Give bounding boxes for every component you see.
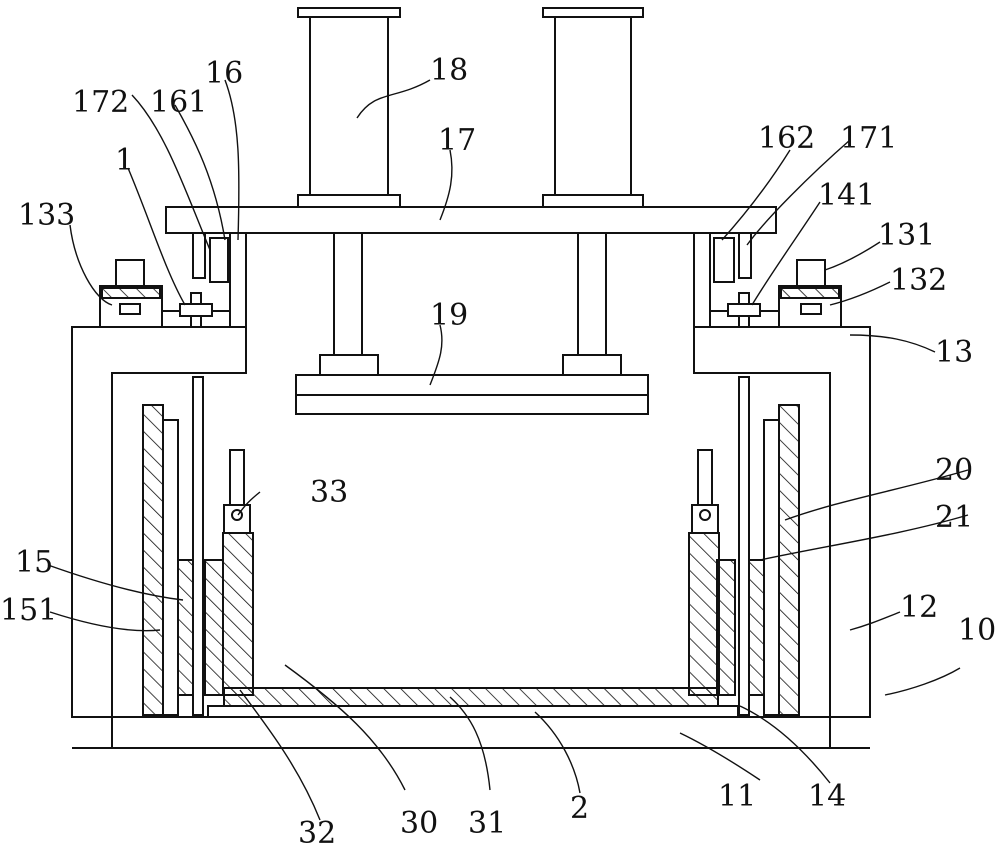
leader-lines	[47, 79, 969, 821]
label-15: 15	[15, 545, 53, 580]
label-12: 12	[900, 590, 938, 625]
label-10: 10	[958, 613, 996, 648]
label-21: 21	[935, 500, 973, 535]
label-31: 31	[468, 806, 506, 841]
cylinder-18-left	[297, 7, 401, 208]
press-plate-19	[295, 374, 649, 415]
label-131: 131	[878, 218, 935, 253]
label-32: 32	[298, 816, 336, 845]
label-162: 162	[758, 121, 815, 156]
motor-assembly-left	[99, 259, 230, 328]
part-labels: 18 17 19 172 161 16 1 133 162 171 141 13…	[0, 53, 996, 850]
label-141: 141	[818, 178, 875, 213]
top-plate-17	[165, 206, 777, 234]
label-30: 30	[400, 806, 438, 841]
label-17: 17	[438, 123, 476, 158]
label-1: 1	[115, 143, 134, 178]
label-19: 19	[430, 298, 468, 333]
label-161: 161	[150, 85, 207, 120]
label-132: 132	[890, 263, 947, 298]
side-assembly-right	[688, 376, 800, 716]
label-171: 171	[840, 121, 897, 156]
tray-31	[207, 687, 739, 718]
label-151: 151	[0, 593, 57, 628]
label-20: 20	[935, 453, 973, 488]
motor-assembly-right	[710, 259, 842, 328]
label-33: 33	[310, 475, 348, 510]
label-11: 11	[718, 779, 756, 814]
label-18: 18	[430, 53, 468, 88]
side-assembly-left	[142, 376, 254, 716]
label-133: 133	[18, 198, 75, 233]
label-14: 14	[808, 779, 846, 814]
label-2: 2	[570, 791, 589, 826]
label-172: 172	[72, 85, 129, 120]
piston-rods	[319, 232, 622, 376]
label-13: 13	[935, 335, 973, 370]
cylinder-18-right	[542, 7, 644, 208]
label-16: 16	[205, 56, 243, 91]
